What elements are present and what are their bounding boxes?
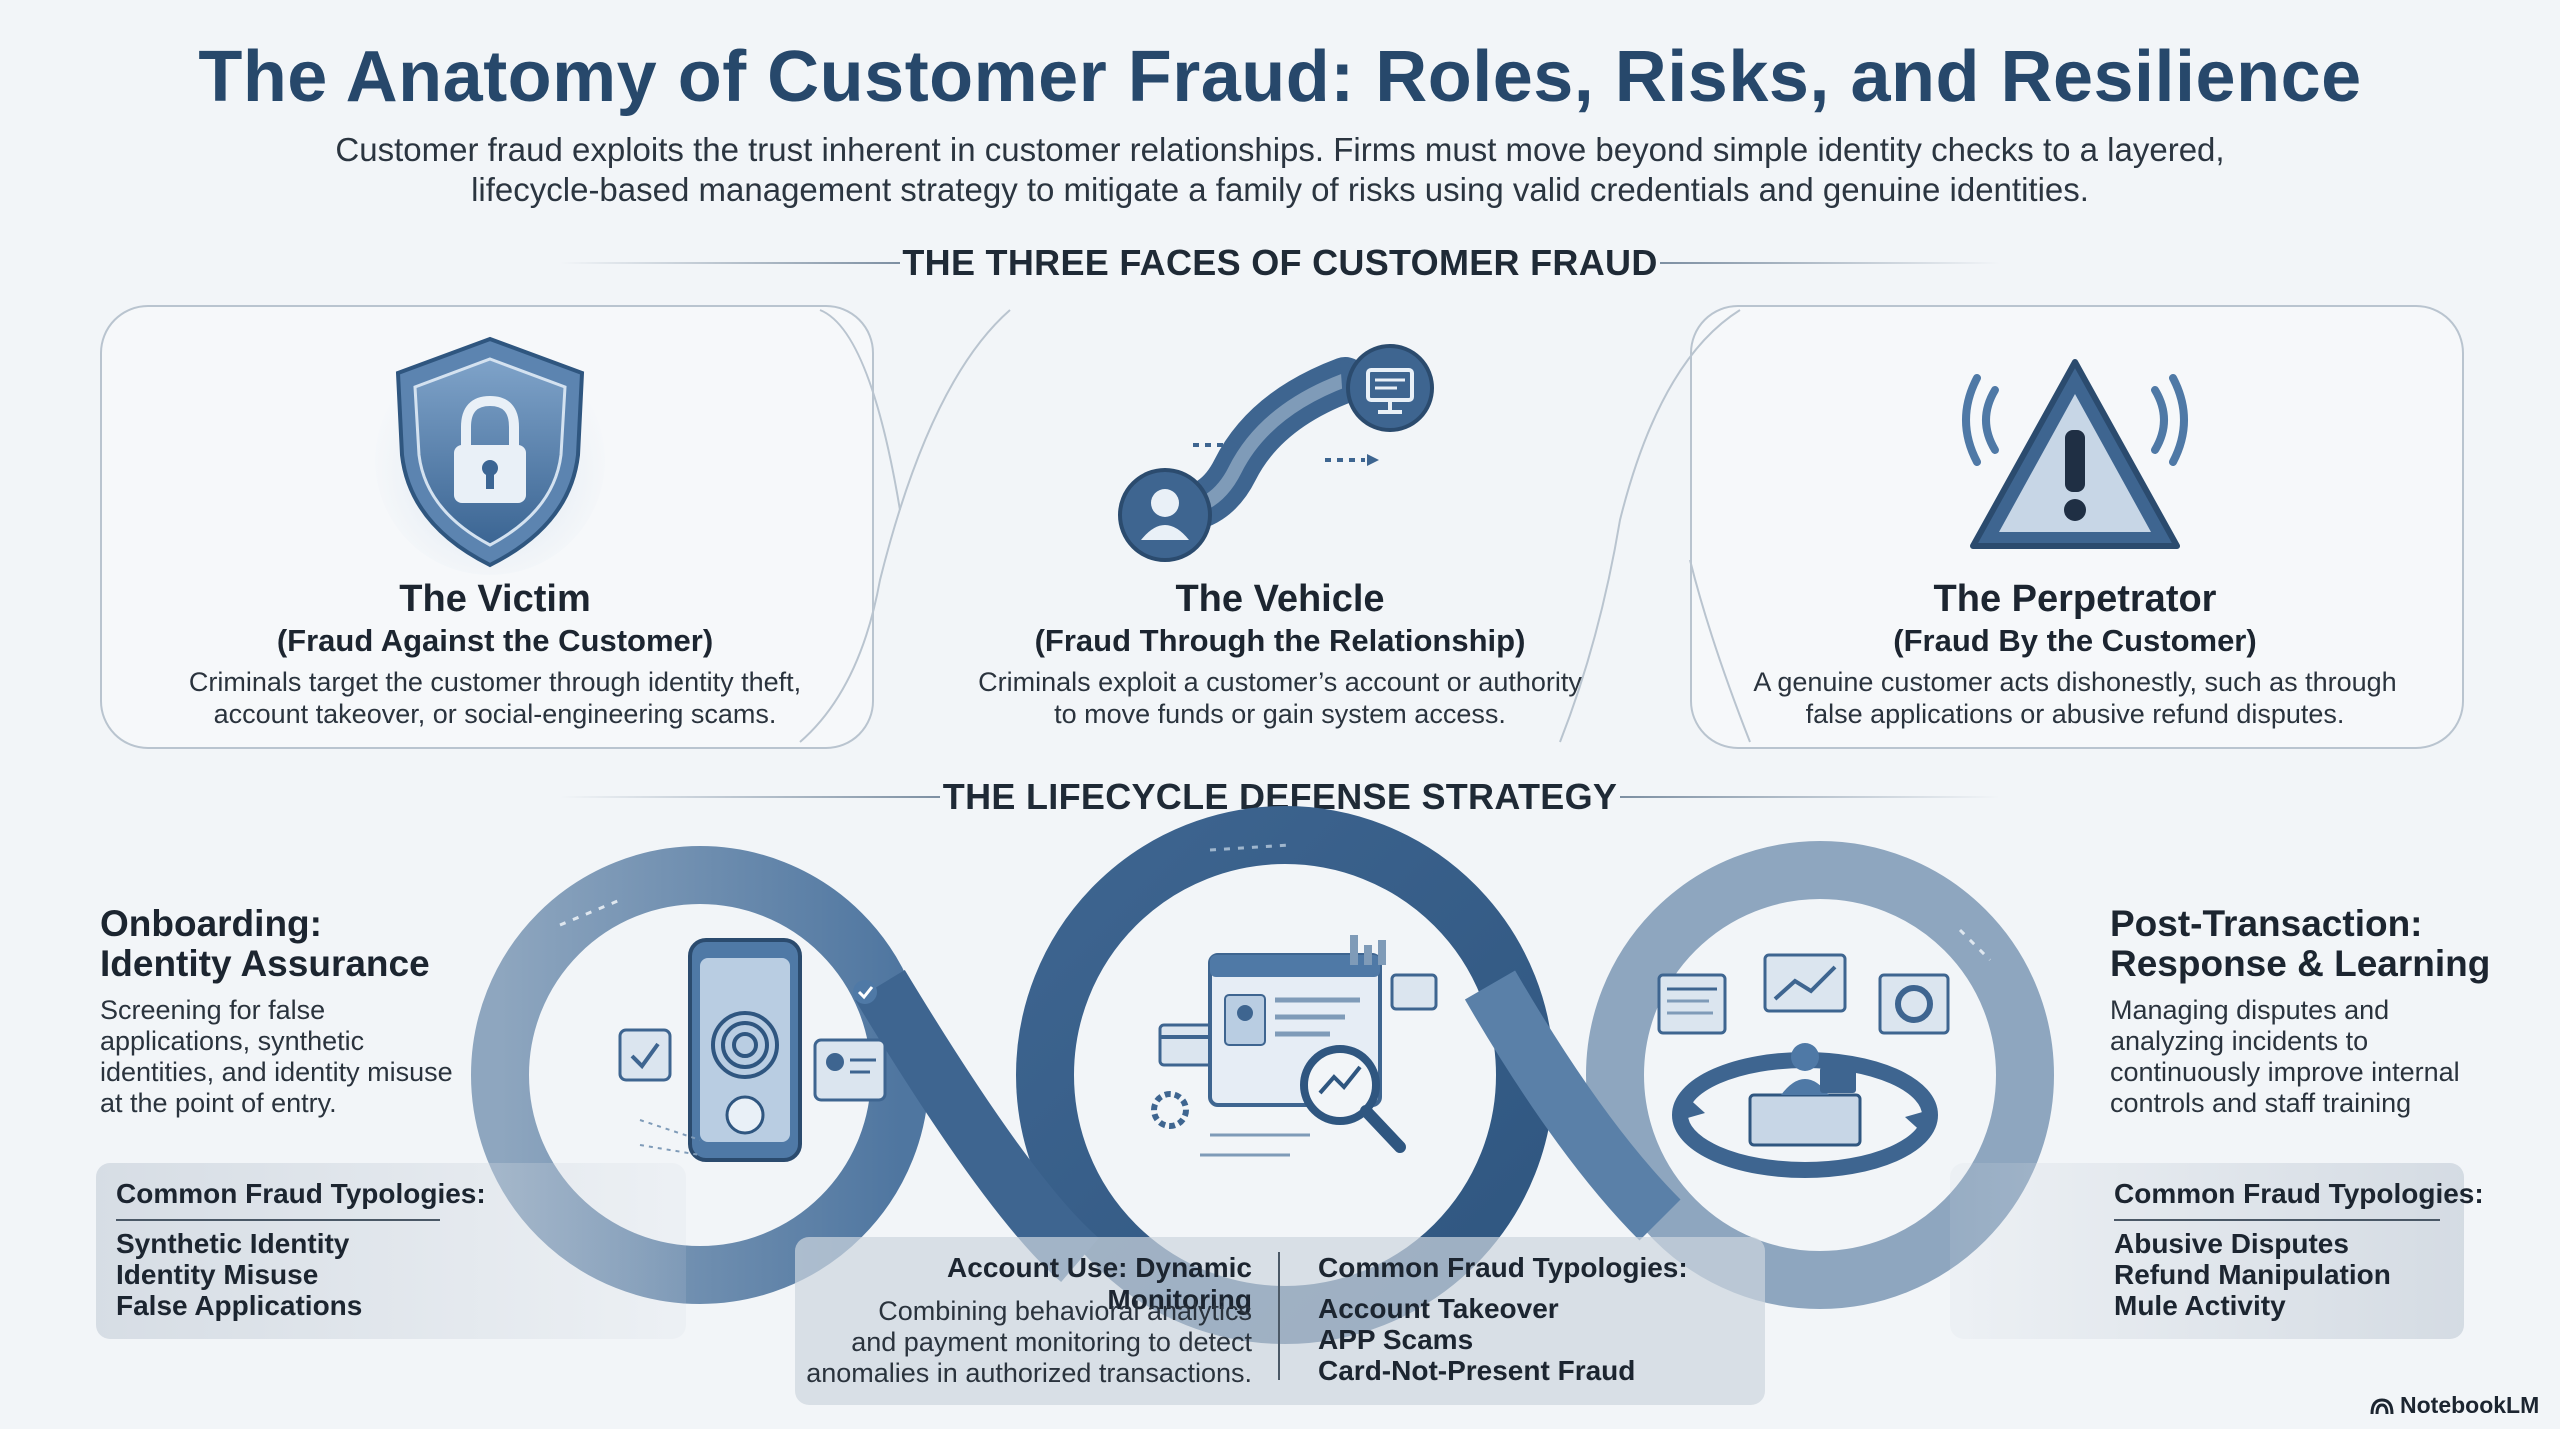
victim-title: The Victim: [399, 578, 591, 620]
account-use-typologies-list: Account Takeover APP Scams Card-Not-Pres…: [1318, 1293, 1635, 1386]
brand-label: NotebookLM: [2400, 1392, 2540, 1418]
faces-heading-line-left: [560, 262, 900, 264]
onboarding-desc-line: at the point of entry.: [100, 1088, 337, 1118]
account-use-description: Combining behavioral analytics and payme…: [800, 1296, 1252, 1389]
vehicle-subtitle: (Fraud Through the Relationship): [1034, 623, 1526, 658]
subtitle-line-1: Customer fraud exploits the trust inhere…: [335, 131, 2225, 168]
onboarding-typologies-underline: [116, 1219, 440, 1221]
post-transaction-desc-line: continuously improve internal: [2110, 1057, 2460, 1087]
desk-cycle-icon: [1657, 953, 1950, 1178]
typology-item: Synthetic Identity: [116, 1228, 350, 1259]
subtitle-line-2: lifecycle-based management strategy to m…: [471, 171, 2089, 208]
typology-item: False Applications: [116, 1290, 363, 1321]
typology-item: Refund Manipulation: [2114, 1259, 2391, 1290]
perpetrator-title: The Perpetrator: [1933, 578, 2217, 620]
phone-fingerprint-icon: [618, 938, 887, 1162]
brand-watermark: NotebookLM: [2370, 1392, 2539, 1419]
lifecycle-heading-line-left: [560, 796, 940, 798]
perpetrator-desc-line-2: false applications or abusive refund dis…: [1805, 699, 2345, 729]
onboarding-title-line-1: Onboarding:: [100, 903, 322, 944]
typology-item: Mule Activity: [2114, 1290, 2286, 1321]
account-use-divider: [1278, 1252, 1280, 1380]
typology-item: APP Scams: [1318, 1324, 1474, 1355]
post-transaction-title-line-1: Post-Transaction:: [2110, 903, 2423, 944]
post-transaction-title: Post-Transaction: Response & Learning: [2110, 904, 2550, 984]
account-use-desc-line: Combining behavioral analytics: [878, 1296, 1252, 1326]
account-use-desc-line: anomalies in authorized transactions.: [806, 1358, 1252, 1388]
faces-heading: THE THREE FACES OF CUSTOMER FRAUD: [902, 242, 1658, 283]
victim-desc-line-2: account takeover, or social-engineering …: [213, 699, 777, 729]
shield-lock-icon: [375, 336, 605, 575]
post-transaction-typologies-box: [1950, 1163, 2464, 1339]
perpetrator-description: A genuine customer acts dishonestly, suc…: [1690, 666, 2460, 730]
post-transaction-typologies-heading: Common Fraud Typologies:: [2114, 1178, 2484, 1209]
victim-description: Criminals target the customer through id…: [100, 666, 890, 730]
post-transaction-title-line-2: Response & Learning: [2110, 943, 2491, 984]
account-use-box: [795, 1237, 1765, 1405]
perpetrator-desc-line-1: A genuine customer acts dishonestly, suc…: [1753, 667, 2397, 697]
onboarding-desc-line: applications, synthetic: [100, 1026, 365, 1056]
dashboard-magnifier-icon: [1151, 935, 1438, 1157]
onboarding-title: Onboarding: Identity Assurance: [100, 904, 520, 984]
post-transaction-desc-line: Managing disputes and: [2110, 995, 2390, 1025]
account-use-typologies-heading: Common Fraud Typologies:: [1318, 1252, 1688, 1283]
lifecycle-heading-line-right: [1620, 796, 2000, 798]
vehicle-description: Criminals exploit a customer’s account o…: [880, 666, 1680, 730]
post-transaction-typologies-list: Abusive Disputes Refund Manipulation Mul…: [2114, 1228, 2391, 1321]
typology-item: Abusive Disputes: [2114, 1228, 2349, 1259]
onboarding-typologies-box: [96, 1163, 686, 1339]
perpetrator-subtitle: (Fraud By the Customer): [1893, 623, 2257, 658]
onboarding-title-line-2: Identity Assurance: [100, 943, 430, 984]
warning-triangle-icon: [1962, 359, 2188, 549]
victim-subtitle: (Fraud Against the Customer): [276, 623, 714, 658]
onboarding-typologies-heading: Common Fraud Typologies:: [116, 1178, 486, 1209]
onboarding-typologies-list: Synthetic Identity Identity Misuse False…: [116, 1228, 362, 1321]
post-transaction-desc-line: controls and staff training: [2110, 1088, 2412, 1118]
page-subtitle: Customer fraud exploits the trust inhere…: [280, 130, 2280, 210]
faces-heading-line-right: [1660, 262, 2000, 264]
onboarding-description: Screening for false applications, synthe…: [100, 995, 520, 1119]
card-connector-lines: [799, 309, 1751, 743]
onboarding-desc-line: identities, and identity misuse: [100, 1057, 453, 1087]
vehicle-title: The Vehicle: [1175, 578, 1385, 620]
person-path-terminal-icon: [1118, 344, 1434, 562]
onboarding-desc-line: Screening for false: [100, 995, 326, 1025]
page-title: The Anatomy of Customer Fraud: Roles, Ri…: [198, 37, 2362, 117]
post-transaction-typologies-underline: [2114, 1219, 2440, 1221]
post-transaction-desc-line: analyzing incidents to: [2110, 1026, 2369, 1056]
victim-desc-line-1: Criminals target the customer through id…: [188, 667, 802, 697]
post-transaction-description: Managing disputes and analyzing incident…: [2110, 995, 2540, 1119]
vehicle-desc-line-2: to move funds or gain system access.: [1054, 699, 1506, 729]
typology-item: Account Takeover: [1318, 1293, 1559, 1324]
typology-item: Identity Misuse: [116, 1259, 319, 1290]
account-use-desc-line: and payment monitoring to detect: [851, 1327, 1252, 1357]
vehicle-desc-line-1: Criminals exploit a customer’s account o…: [978, 667, 1582, 697]
account-use-title: Account Use: Dynamic Monitoring: [947, 1252, 1252, 1315]
notebooklm-logo-icon: [2370, 1397, 2394, 1414]
typology-item: Card-Not-Present Fraud: [1318, 1355, 1636, 1386]
